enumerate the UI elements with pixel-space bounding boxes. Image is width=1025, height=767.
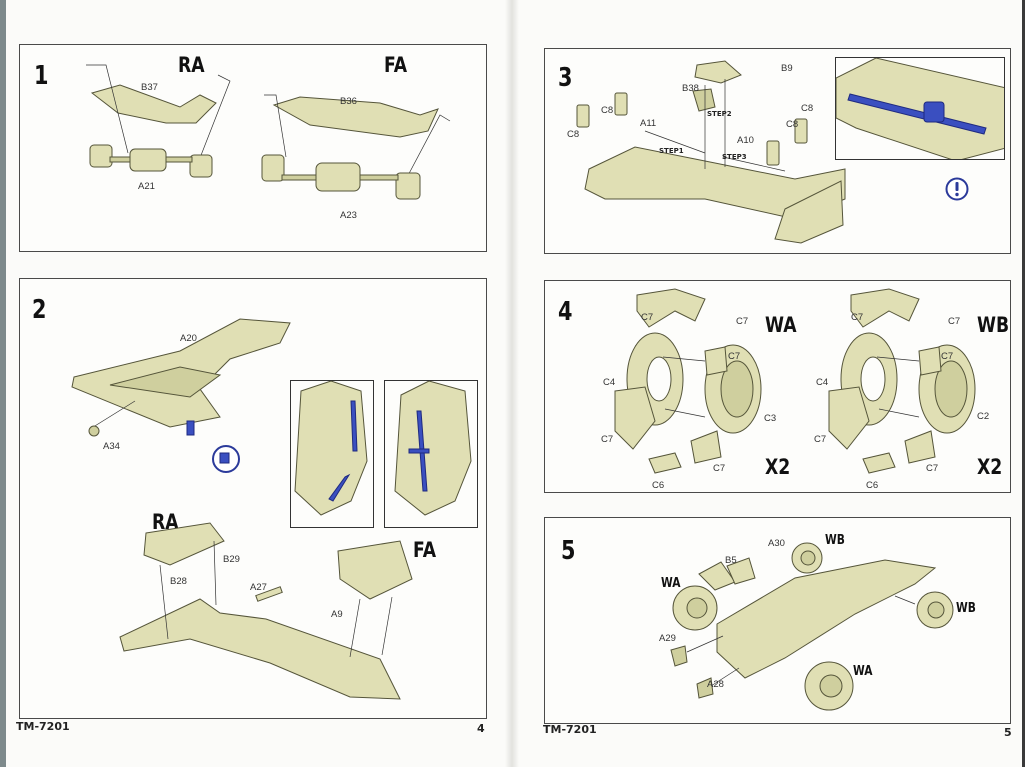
part-label: C8	[786, 119, 799, 130]
sub-step-label: STEP2	[707, 110, 732, 118]
part-label: C8	[601, 105, 614, 116]
wheel-tag: WA	[853, 664, 873, 679]
front-axle-tag: FA	[413, 538, 437, 562]
part-label: B38	[682, 83, 699, 94]
wheel-wa-drawing	[614, 288, 762, 474]
model-code: TM-7201	[543, 723, 597, 736]
part-label: A28	[707, 679, 724, 690]
detail-inset-right	[384, 380, 478, 528]
step-number: 4	[558, 297, 573, 327]
wheel-tag: WB	[977, 313, 1010, 337]
frame-rear-drawing	[119, 522, 413, 700]
part-label: C7	[814, 434, 827, 445]
part-label: C7	[641, 312, 654, 323]
sub-step-label: STEP1	[659, 147, 684, 155]
quantity-tag: X2	[977, 455, 1003, 479]
part-label: A20	[180, 333, 197, 344]
step-1-panel: 1 RA FA B37 A21 B36 A23	[19, 44, 487, 252]
part-label: A23	[340, 210, 357, 221]
part-label: C3	[764, 413, 777, 424]
part-label: A30	[768, 538, 785, 549]
page-number: 4	[477, 722, 485, 735]
sub-step-label: STEP3	[722, 153, 747, 161]
part-label: C2	[977, 411, 990, 422]
page-edge	[1022, 0, 1025, 767]
step-5-panel: 5 WB WA WB WA A30 B5 A29 A28	[544, 517, 1011, 724]
part-label: A34	[103, 441, 120, 452]
part-label: B37	[141, 82, 158, 93]
front-axle-tag: FA	[384, 53, 408, 77]
part-label: C7	[941, 351, 954, 362]
step-3-panel: 3 B9 B38 C8 C8 A11 C8 A10 C8 STEP1 STEP2…	[544, 48, 1011, 254]
model-code: TM-7201	[16, 720, 70, 733]
part-label: B29	[223, 554, 240, 565]
part-label: C7	[851, 312, 864, 323]
part-label: C7	[736, 316, 749, 327]
part-label: C7	[601, 434, 614, 445]
part-label: B9	[781, 63, 793, 74]
wheel-wb-drawing	[828, 288, 976, 474]
step-number: 3	[558, 63, 573, 93]
chassis-wheels-drawing	[670, 542, 954, 711]
rear-axle-drawing	[86, 64, 231, 178]
part-label: B5	[725, 555, 737, 566]
detail-inset	[835, 57, 1005, 160]
wheel-tag: WA	[765, 313, 797, 337]
part-label: A11	[640, 118, 657, 129]
chassis-drawing	[576, 60, 846, 244]
front-axle-drawing	[261, 94, 451, 200]
step-2-panel: 2 A20 A34 RA FA B29 B28 A27 A9	[19, 278, 487, 719]
part-label: C6	[866, 480, 879, 491]
page-number: 5	[1004, 726, 1012, 739]
step-number: 2	[32, 295, 47, 325]
part-label: C7	[728, 351, 741, 362]
part-label: A29	[659, 633, 676, 644]
part-label: C7	[926, 463, 939, 474]
part-label: B36	[340, 96, 357, 107]
book-gutter	[505, 0, 519, 767]
frame-front-drawing	[71, 318, 291, 473]
step-4-panel: 4 WA X2 C7 C7 C7 C4 C3 C7 C7 C6 WB X2 C7…	[544, 280, 1011, 493]
part-label: B28	[170, 576, 187, 587]
part-label: C6	[652, 480, 665, 491]
part-label: A10	[737, 135, 754, 146]
part-label: C7	[713, 463, 726, 474]
part-label: A21	[138, 181, 155, 192]
part-label: C8	[567, 129, 580, 140]
part-label: A9	[331, 609, 343, 620]
step-number: 1	[34, 61, 49, 91]
quantity-tag: X2	[765, 455, 791, 479]
part-label: C4	[603, 377, 616, 388]
part-label: C7	[948, 316, 961, 327]
notice-icon	[945, 177, 969, 201]
wheel-tag: WB	[956, 601, 976, 616]
rear-axle-tag: RA	[178, 53, 205, 77]
part-label: A27	[250, 582, 267, 593]
part-label: C4	[816, 377, 829, 388]
part-label: C8	[801, 103, 814, 114]
detail-inset-left	[290, 380, 374, 528]
step-number: 5	[561, 536, 576, 566]
wheel-tag: WA	[661, 576, 681, 591]
wheel-tag: WB	[825, 533, 845, 548]
